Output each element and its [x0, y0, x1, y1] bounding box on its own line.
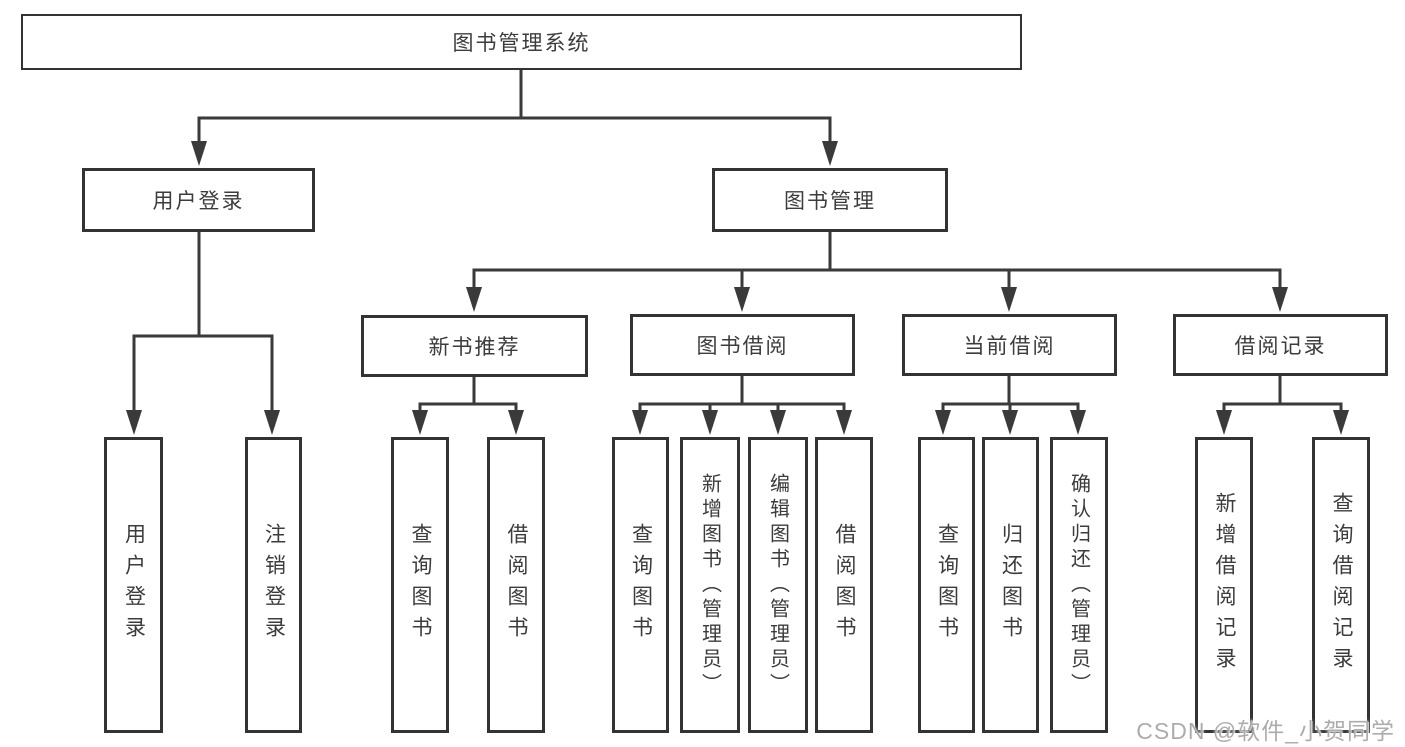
node-book-management-label: 图书管理: [784, 190, 876, 213]
leaf-add-book-admin: 新增图书（管理员）: [680, 437, 740, 733]
arrowhead-icon: [264, 410, 280, 435]
leaf-user-login: 用户登录: [104, 437, 163, 733]
node-current-borrowing: 当前借阅: [902, 314, 1117, 376]
leaf-logout-label: 注销登录: [262, 523, 286, 647]
arrowhead-icon: [126, 410, 142, 435]
leaf-logout: 注销登录: [245, 437, 302, 733]
node-root: 图书管理系统: [21, 14, 1022, 70]
connector-root-to-level2: [197, 68, 832, 146]
arrowhead-icon: [935, 410, 951, 435]
leaf-edit-book-admin: 编辑图书（管理员）: [748, 437, 808, 733]
leaf-add-borrow-record: 新增借阅记录: [1195, 437, 1253, 733]
leaf-borrow-books-label: 借阅图书: [833, 523, 856, 647]
arrowhead-icon: [1002, 410, 1018, 435]
node-book-management: 图书管理: [712, 168, 948, 232]
arrowhead-icon: [1216, 410, 1232, 435]
arrowhead-icon: [1070, 410, 1086, 435]
leaf-add-book-admin-label: 新增图书（管理员）: [698, 472, 721, 698]
arrowhead-icon: [632, 410, 648, 435]
node-root-label: 图书管理系统: [452, 32, 591, 55]
arrowhead-icon: [412, 410, 428, 435]
arrowhead-icon: [734, 287, 750, 312]
connector-lines: [132, 68, 1343, 415]
leaf-user-login-label: 用户登录: [122, 523, 146, 647]
node-current-borrowing-label: 当前借阅: [963, 335, 1056, 358]
connector-book-borrow-children: [638, 374, 846, 415]
leaf-return-books: 归还图书: [982, 437, 1039, 733]
leaf-query-borrow-record: 查询借阅记录: [1312, 437, 1370, 733]
node-new-book-recommend-label: 新书推荐: [428, 336, 521, 359]
arrowhead-icon: [822, 141, 838, 166]
arrowhead-icon: [770, 410, 786, 435]
leaf-confirm-return-admin: 确认归还（管理员）: [1050, 437, 1108, 733]
leaf-borrow-books: 借阅图书: [815, 437, 873, 733]
connector-current-borrow-children: [941, 374, 1080, 415]
leaf-query-books-recommend-label: 查询图书: [409, 523, 432, 647]
leaf-query-books-current: 查询图书: [918, 437, 975, 733]
watermark: CSDN @软件_小贺同学: [1136, 718, 1395, 744]
arrowhead-icon: [466, 287, 482, 312]
node-new-book-recommend: 新书推荐: [361, 315, 588, 377]
leaf-borrow-books-recommend-label: 借阅图书: [505, 523, 528, 647]
node-borrowing-records-label: 借阅记录: [1234, 335, 1327, 358]
leaf-query-books-borrow: 查询图书: [612, 437, 669, 733]
arrowhead-icon: [1001, 287, 1017, 312]
node-book-borrowing: 图书借阅: [630, 314, 855, 376]
leaf-query-books-recommend: 查询图书: [391, 437, 449, 733]
node-user-login: 用户登录: [82, 168, 315, 232]
connector-borrow-record-children: [1222, 374, 1343, 415]
leaf-confirm-return-admin-label: 确认归还（管理员）: [1067, 472, 1090, 698]
arrowhead-icon: [836, 410, 852, 435]
connector-new-book-children: [418, 375, 518, 415]
node-borrowing-records: 借阅记录: [1173, 314, 1388, 376]
connector-user-login-children: [132, 230, 274, 415]
leaf-borrow-books-recommend: 借阅图书: [487, 437, 545, 733]
leaf-return-books-label: 归还图书: [999, 523, 1023, 647]
node-book-borrowing-label: 图书借阅: [696, 335, 789, 358]
leaf-query-books-current-label: 查询图书: [935, 523, 959, 647]
leaf-edit-book-admin-label: 编辑图书（管理员）: [766, 472, 789, 698]
arrowhead-icon: [1272, 287, 1288, 312]
leaf-query-borrow-record-label: 查询借阅记录: [1330, 492, 1353, 678]
node-user-login-label: 用户登录: [152, 190, 245, 213]
arrowhead-icon: [1333, 410, 1349, 435]
arrowhead-icon: [702, 410, 718, 435]
arrowhead-icon: [191, 141, 207, 166]
arrowheads: [126, 141, 1349, 435]
leaf-query-books-borrow-label: 查询图书: [629, 523, 653, 647]
connector-book-mgmt-to-level3: [472, 230, 1282, 292]
leaf-add-borrow-record-label: 新增借阅记录: [1213, 492, 1236, 678]
arrowhead-icon: [508, 410, 524, 435]
